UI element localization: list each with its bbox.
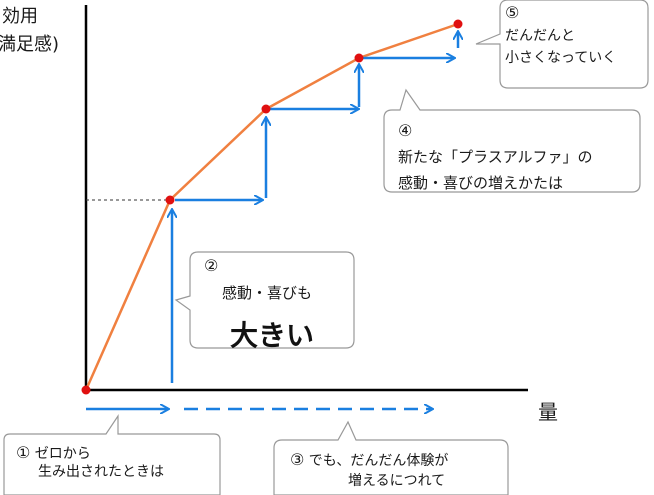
callout-2-big: 大きい bbox=[230, 319, 315, 352]
callout-3-number: ③ bbox=[290, 450, 305, 469]
callout-1-line1: ゼロから bbox=[34, 446, 91, 462]
callout-5-line1: だんだんと bbox=[505, 28, 575, 44]
callout-1-bubble bbox=[3, 414, 221, 495]
callout-2-bubble bbox=[174, 251, 355, 349]
callout-1-text: ① ゼロから 生み出されたときは bbox=[16, 444, 164, 481]
callout-2-small: 感動・喜びも bbox=[222, 284, 313, 302]
point-0 bbox=[81, 385, 91, 395]
callout-3-text: ③ でも、だんだん体験が 増えるにつれて bbox=[290, 450, 448, 491]
callout-4-line2: 感動・喜びの増えかたは bbox=[398, 174, 564, 192]
callout-4-text: ④ 新たな「プラスアルファ」の 感動・喜びの増えかたは bbox=[398, 118, 593, 196]
y-axis-label-line1: 効用 bbox=[2, 6, 38, 27]
callout-5-line2: 小さくなっていく bbox=[505, 50, 617, 66]
callout-4-number: ④ bbox=[398, 121, 413, 140]
y-axis-label-line2: 満足感) bbox=[0, 34, 60, 55]
callout-4-bubble bbox=[383, 88, 641, 193]
x-axis-label: 量 bbox=[538, 400, 558, 424]
callout-5-bubble bbox=[475, 0, 649, 89]
callout-1-line2: 生み出されたときは bbox=[38, 464, 164, 480]
callout-5-number: ⑤ bbox=[505, 3, 520, 22]
callout-5-text: ⑤ だんだんと 小さくなっていく bbox=[505, 2, 616, 69]
point-1 bbox=[165, 195, 175, 205]
callout-2-number: ② bbox=[204, 256, 219, 275]
point-2 bbox=[261, 104, 271, 114]
point-4 bbox=[453, 19, 463, 29]
callout-4-line1: 新たな「プラスアルファ」の bbox=[398, 148, 593, 166]
callout-3-line1: でも、だんだん体験が bbox=[308, 453, 449, 469]
callout-3-line2: 増えるにつれて bbox=[348, 473, 446, 489]
callout-3-bubble bbox=[273, 420, 509, 495]
point-3 bbox=[354, 53, 364, 63]
callout-1-number: ① bbox=[16, 443, 31, 462]
